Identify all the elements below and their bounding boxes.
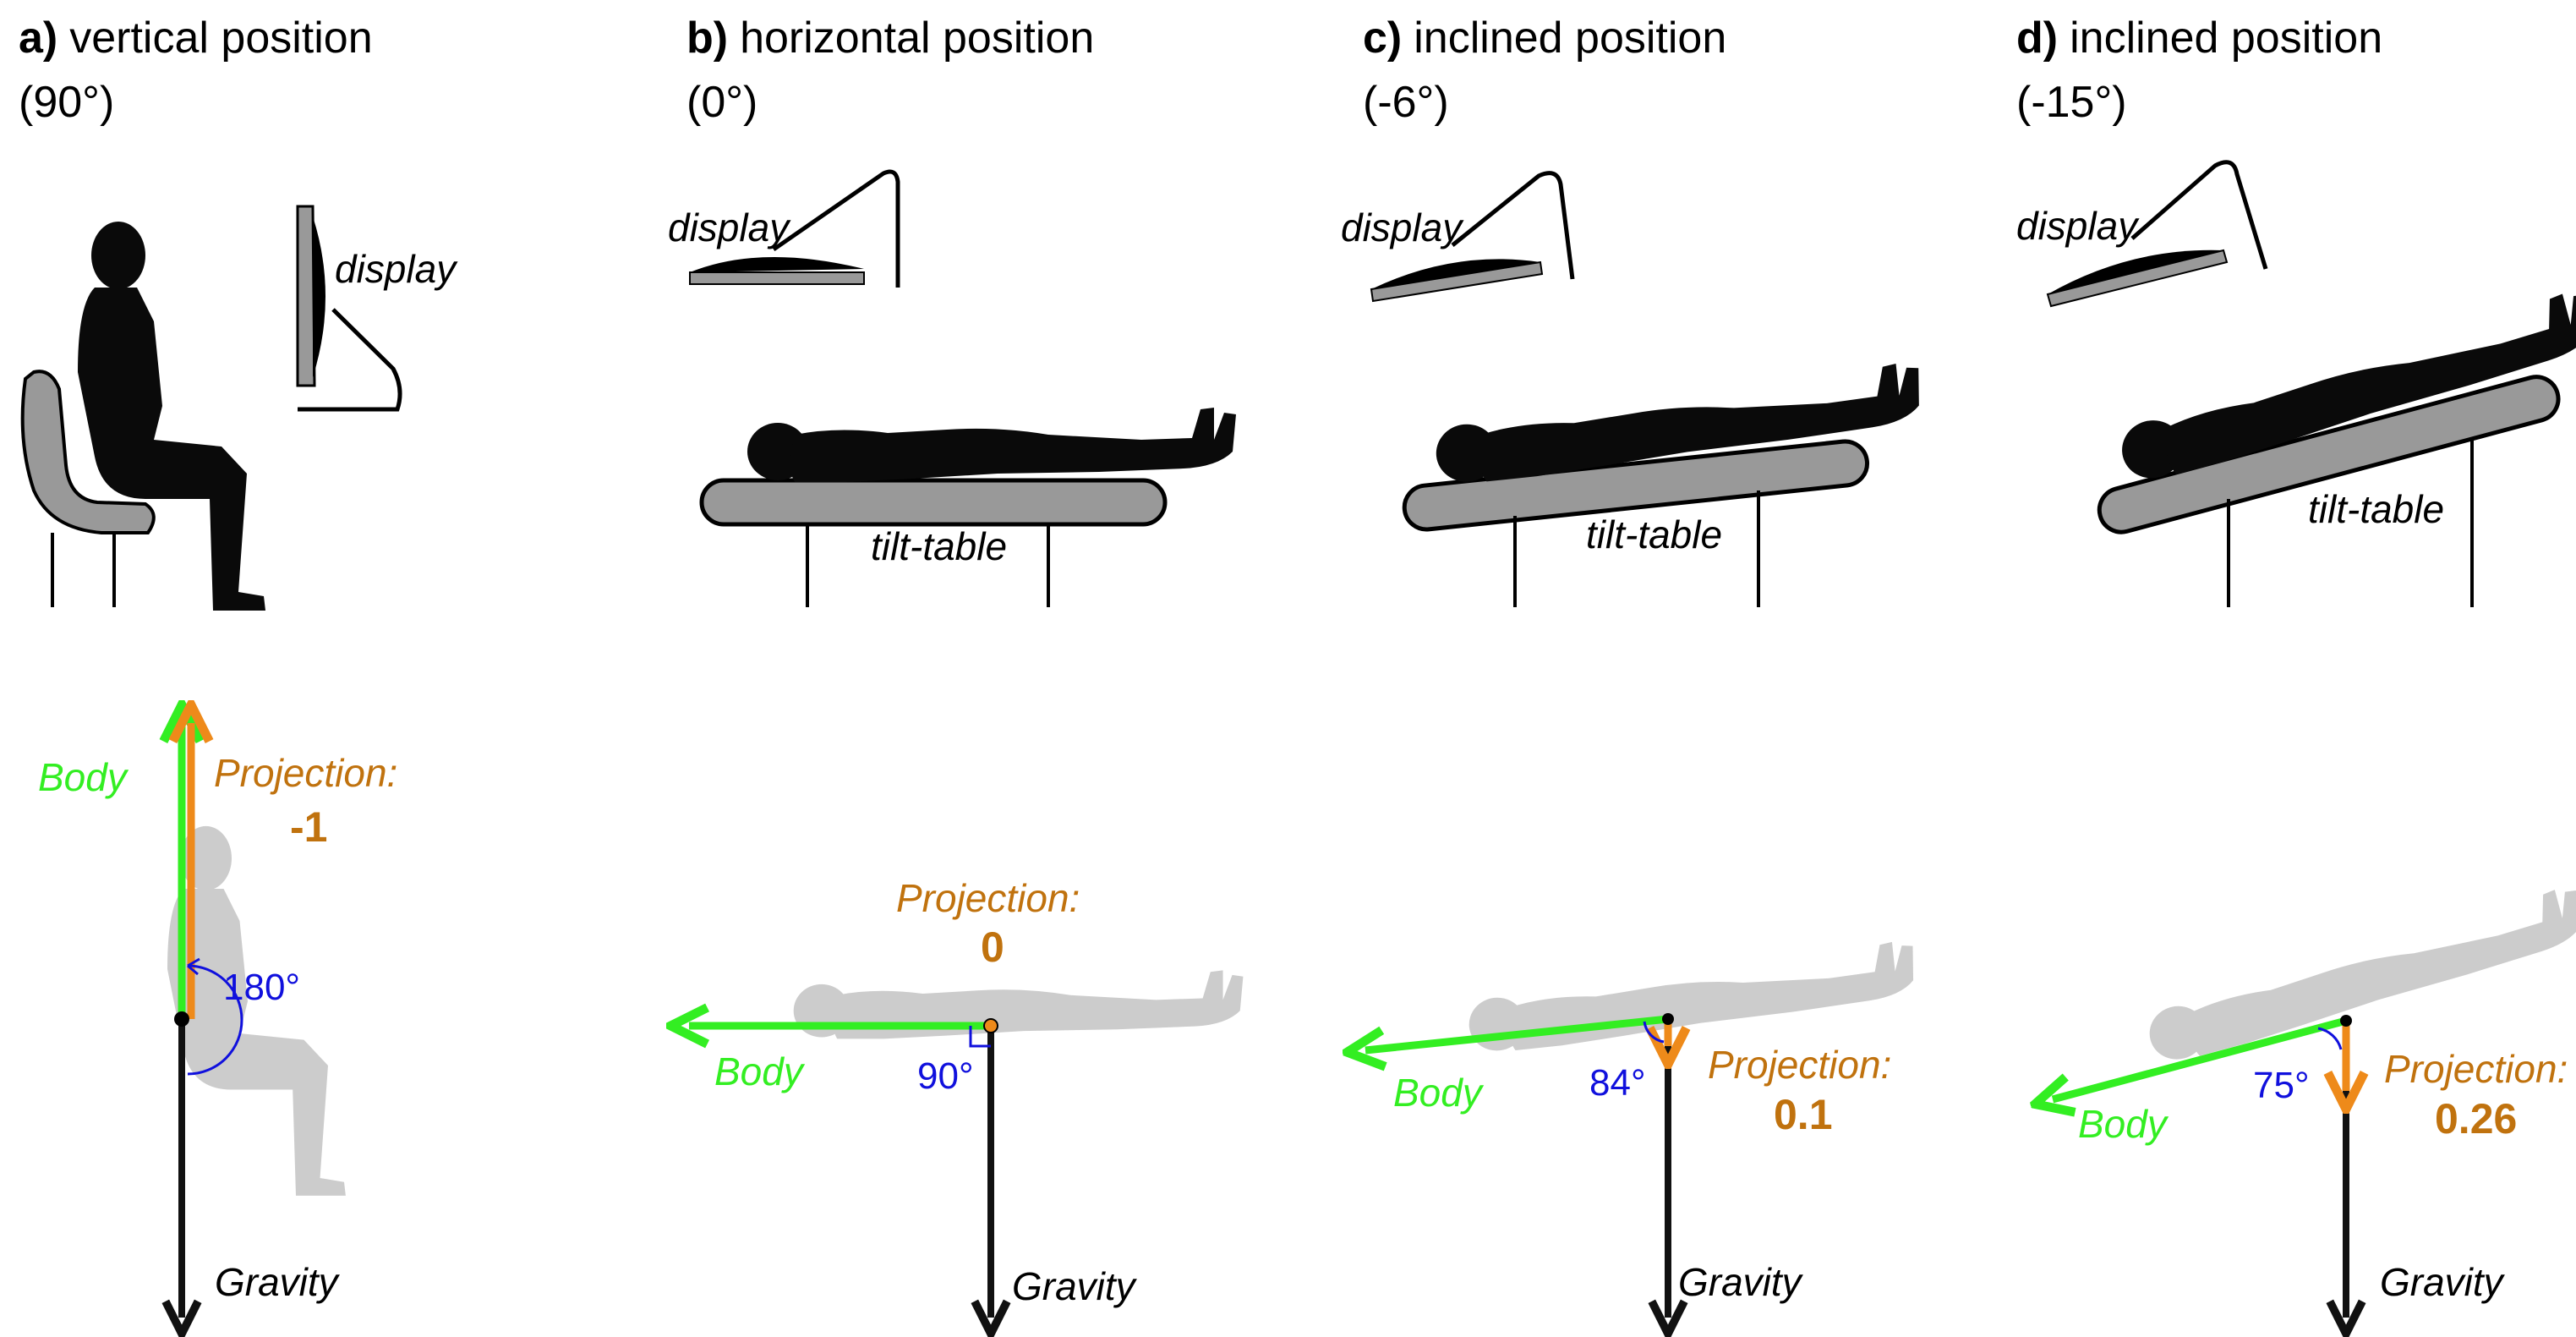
panel-b-angle: 90° — [917, 1055, 974, 1097]
tilt-table-illustration — [2097, 288, 2576, 534]
panel-d-angle: 75° — [2253, 1065, 2310, 1106]
panel-c-title: c)inclined position (-6°) — [1363, 14, 1726, 127]
origin-dot — [2340, 1015, 2352, 1027]
svg-text:b)horizontal position: b)horizontal position — [686, 14, 1094, 63]
origin-dot — [1662, 1013, 1674, 1025]
panel-c-body-label: Body — [1393, 1071, 1485, 1115]
lying-person-silhouette — [747, 408, 1236, 482]
panel-a-display-label: display — [335, 247, 458, 291]
panel-d-table-label: tilt-table — [2308, 487, 2444, 531]
svg-text:a)vertical position: a)vertical position — [19, 14, 373, 63]
panel-a-body-label: Body — [38, 755, 129, 799]
panel-d-setup: display tilt-table — [2016, 160, 2576, 607]
angle-arc — [1643, 1021, 1665, 1044]
panel-c-table-label: tilt-table — [1586, 512, 1722, 556]
display-illustration: display — [1341, 171, 1575, 303]
panel-b-body-label: Body — [714, 1049, 806, 1093]
panel-d-gravity-label: Gravity — [2380, 1260, 2506, 1304]
panel-c-angle: 84° — [1589, 1062, 1646, 1104]
panel-b-projection-value: 0 — [981, 923, 1004, 971]
angle-arc — [187, 964, 243, 1076]
panel-a-vectors: Body Projection: -1 180° Gravity — [38, 723, 397, 1318]
panel-b-title: b)horizontal position (0°) — [686, 14, 1094, 127]
ghost-lying-person — [2140, 884, 2576, 1067]
panel-a-title-text: vertical position — [69, 14, 372, 63]
panel-d-projection-value: 0.26 — [2435, 1095, 2517, 1142]
panel-b-title-text: horizontal position — [740, 14, 1094, 63]
panel-d-display-label: display — [2016, 204, 2140, 248]
body-arrow — [1365, 1015, 1669, 1050]
panel-b-setup: display tilt-table — [668, 169, 1236, 607]
panel-c-vectors: Body 84° Projection: 0.1 Gravity — [1365, 940, 1920, 1318]
panel-b-display-label: display — [668, 205, 791, 249]
ghost-lying-person — [1464, 940, 1920, 1055]
panel-b-gravity-label: Gravity — [1012, 1264, 1138, 1308]
display-illustration: display — [2016, 160, 2268, 308]
panel-c-gravity-label: Gravity — [1678, 1260, 1804, 1304]
body-arrow — [2053, 1016, 2348, 1099]
svg-text:c)inclined position: c)inclined position — [1363, 14, 1726, 63]
panel-c-title-text: inclined position — [1414, 14, 1726, 63]
panel-b-table-label: tilt-table — [871, 524, 1007, 568]
panel-d-title-text: inclined position — [2070, 14, 2382, 63]
origin-dot — [174, 1011, 189, 1027]
panel-a-title: a)vertical position (90°) — [19, 14, 373, 127]
panel-a-gravity-label: Gravity — [215, 1260, 341, 1304]
tilt-table-illustration — [1402, 361, 1926, 532]
panel-d-title: d)inclined position (-15°) — [2016, 14, 2382, 127]
right-angle-mark — [969, 1026, 991, 1048]
panel-c-setup: display tilt-table — [1341, 171, 1926, 607]
panel-c-projection-label: Projection: — [1708, 1043, 1891, 1087]
panel-b-vectors: Projection: 0 Body 90° Gravity — [689, 876, 1244, 1318]
panel-a-angle-label: (90°) — [19, 78, 114, 127]
panel-d-vectors: Body 75° Projection: 0.26 Gravity — [2053, 884, 2576, 1318]
sitting-person-silhouette — [78, 222, 265, 611]
panel-a-setup: display — [20, 205, 458, 611]
panel-a-projection-label: Projection: — [214, 751, 397, 795]
panel-d-projection-label: Projection: — [2384, 1047, 2568, 1091]
display-illustration: display — [296, 205, 458, 412]
angle-arc — [2317, 1027, 2343, 1050]
projection-point — [983, 1018, 998, 1033]
display-illustration: display — [668, 169, 900, 288]
chair-illustration — [20, 370, 156, 607]
svg-text:d)inclined position: d)inclined position — [2016, 14, 2382, 63]
panel-b-letter: b) — [686, 14, 728, 63]
panel-d-angle-label: (-15°) — [2016, 78, 2127, 127]
panel-d-body-label: Body — [2078, 1102, 2169, 1146]
panel-a-projection-value: -1 — [290, 803, 327, 851]
panel-a-letter: a) — [19, 14, 57, 63]
panel-b-projection-label: Projection: — [896, 876, 1080, 920]
panel-d-letter: d) — [2016, 14, 2058, 63]
tilt-table-illustration: tilt-table — [699, 478, 1168, 607]
panel-c-angle-label: (-6°) — [1363, 78, 1449, 127]
panel-c-display-label: display — [1341, 205, 1464, 249]
panel-a-angle: 180° — [223, 967, 300, 1008]
panel-c-projection-value: 0.1 — [1774, 1091, 1833, 1138]
panel-b-angle-label: (0°) — [686, 78, 757, 127]
panel-c-letter: c) — [1363, 14, 1402, 63]
